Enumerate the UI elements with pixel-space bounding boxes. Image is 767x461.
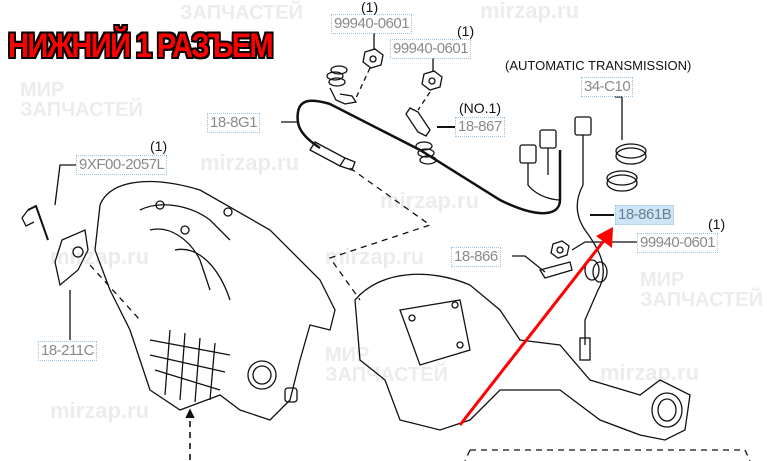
- nut-icon: [550, 240, 570, 259]
- leader-line: [512, 255, 546, 273]
- watermark-site: mirzap.ru: [50, 398, 150, 423]
- qty-label: (1): [361, 0, 379, 15]
- leader-line: [615, 96, 623, 140]
- part-label-99940-0601[interactable]: 99940-0601: [390, 39, 472, 59]
- part-label-18-211c[interactable]: 18-211C: [38, 341, 97, 361]
- part-label-99940-0601[interactable]: 99940-0601: [331, 14, 413, 34]
- watermark-site: mirzap.ru: [50, 244, 150, 269]
- watermark-line1: МИР: [325, 344, 370, 366]
- watermark-site: mirzap.ru: [380, 188, 480, 213]
- qty-label: (1): [708, 216, 726, 232]
- watermark-site: mirzap.ru: [200, 150, 300, 175]
- watermark-line1: МИР: [640, 269, 685, 291]
- nut-icon: [362, 48, 384, 69]
- part-label-18-867[interactable]: 18-867: [455, 117, 505, 137]
- qty-label: (NO.1): [459, 100, 501, 116]
- part-label-9xf00-2057l[interactable]: 9XF00-2057L: [76, 155, 168, 175]
- watermark-line1: МИР: [20, 79, 65, 101]
- watermark-line2: ЗАПЧАСТЕЙ: [20, 99, 143, 121]
- red-arrow-icon: [458, 227, 613, 426]
- connector-icon: [574, 116, 592, 136]
- qty-label: (1): [457, 23, 475, 39]
- nut-icon: [421, 70, 443, 91]
- connector-icon: [539, 129, 557, 149]
- connector-icon: [519, 144, 537, 164]
- watermark-site: mirzap.ru: [325, 244, 425, 269]
- watermark-site: mirzap.ru: [480, 0, 580, 23]
- part-label-99940-0601[interactable]: 99940-0601: [637, 233, 719, 253]
- qty-label: (1): [150, 138, 168, 154]
- leader-line: [54, 164, 76, 206]
- watermark-text: ЗАПЧАСТЕЙ: [180, 3, 303, 23]
- part-label-34-c10[interactable]: 34-C10: [581, 77, 634, 97]
- part-label-18-866[interactable]: 18-866: [451, 247, 501, 267]
- watermark-site: mirzap.ru: [600, 360, 700, 385]
- part-label-18-8g1[interactable]: 18-8G1: [207, 113, 261, 133]
- leader-line: [571, 241, 637, 251]
- watermark-line2: ЗАПЧАСТЕЙ: [325, 364, 448, 386]
- watermark-line2: ЗАПЧАСТЕЙ: [180, 2, 303, 24]
- part-label-18-861b[interactable]: 18-861B: [615, 205, 675, 225]
- watermark-line2: ЗАПЧАСТЕЙ: [640, 289, 763, 311]
- note-automatic-transmission: (AUTOMATIC TRANSMISSION): [505, 58, 692, 73]
- overlay-title: НИЖНИЙ 1 РАЗЪЕМ: [8, 27, 274, 65]
